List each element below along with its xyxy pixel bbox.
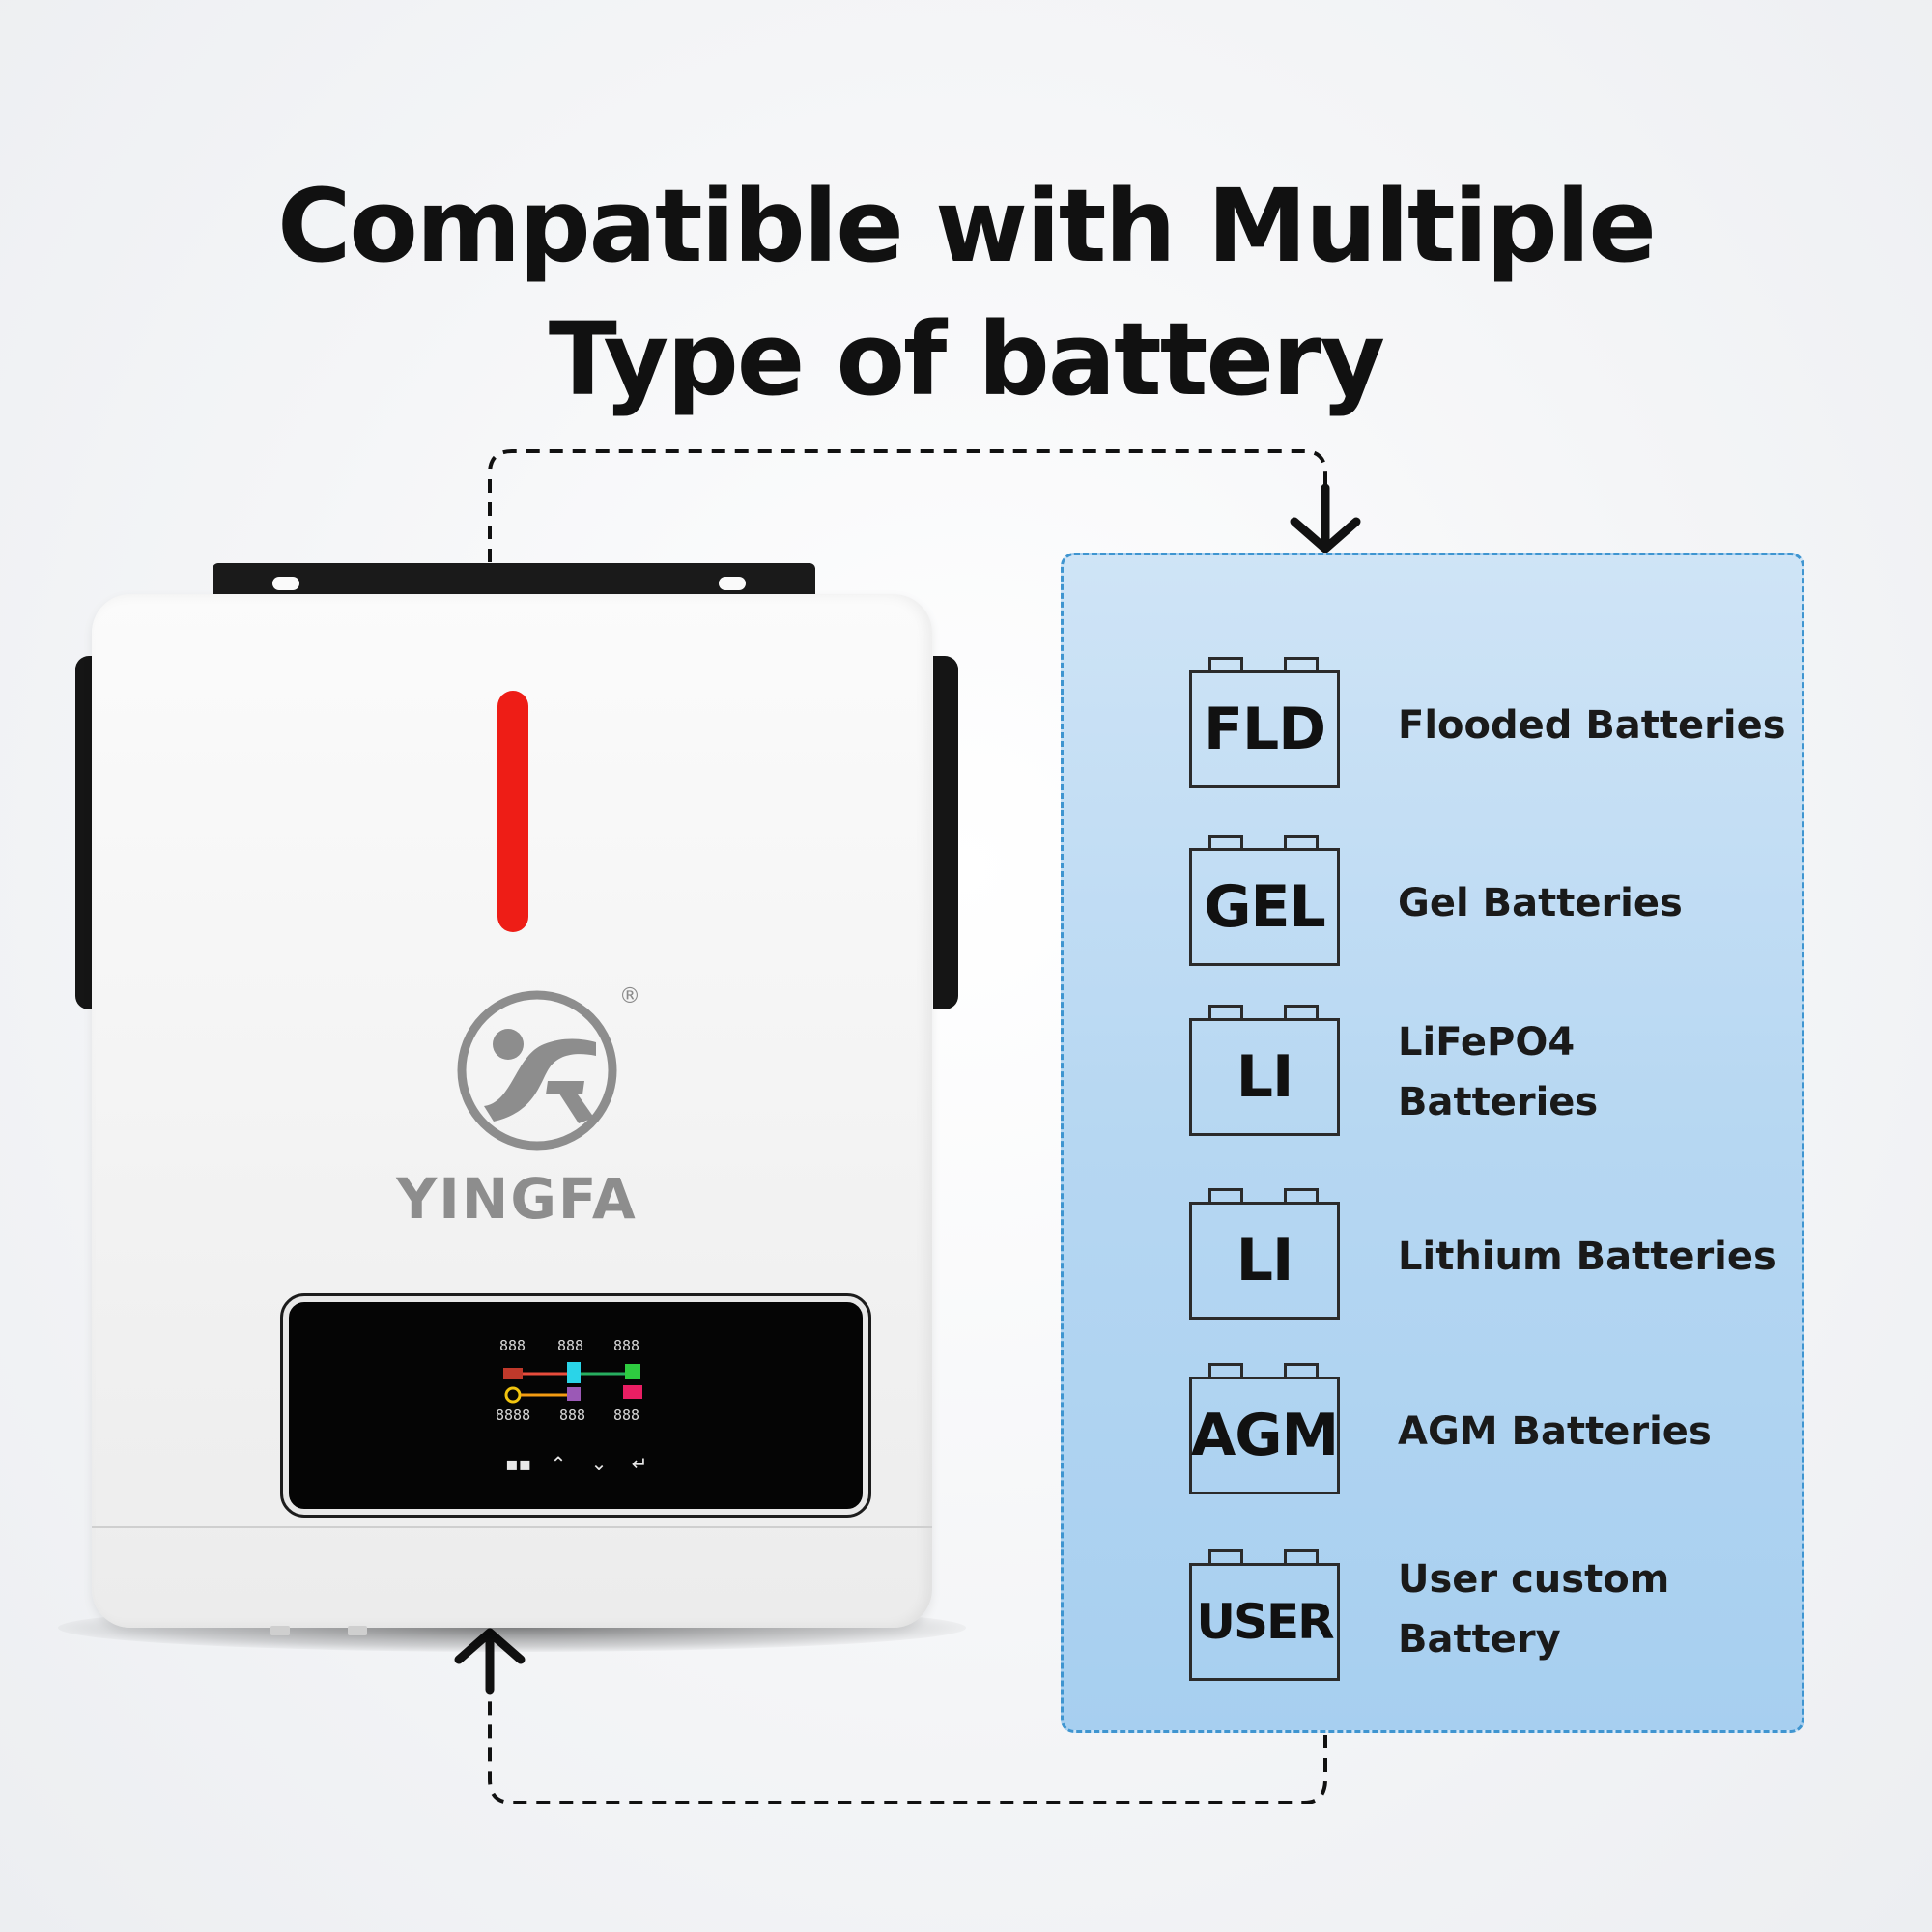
- battery-code: USER: [1189, 1563, 1340, 1681]
- battery-label: Lithium Batteries: [1398, 1227, 1776, 1287]
- inverter-product: ® YINGFA 888 888 888 8888: [58, 555, 966, 1666]
- battery-types-panel: FLD Flooded Batteries GEL Gel Batteries …: [1061, 553, 1804, 1733]
- lcd-readout: 888: [557, 1337, 584, 1354]
- lcd-readout: 888: [559, 1406, 586, 1424]
- down-arrow-icon[interactable]: ⌄: [590, 1452, 608, 1475]
- battery-label-line: LiFePO4: [1398, 1020, 1576, 1065]
- flow-path-top: [488, 449, 1327, 562]
- mount-hole: [719, 577, 746, 590]
- arrow-down-icon: [1290, 483, 1361, 554]
- battery-label: AGM Batteries: [1398, 1402, 1712, 1462]
- control-panel: 888 888 888 8888 888 888: [280, 1293, 871, 1518]
- menu-grid-icon[interactable]: ▪▪: [505, 1452, 532, 1475]
- arrow-up-icon: [454, 1628, 526, 1695]
- bottom-port: [348, 1626, 367, 1635]
- yingfa-logo-icon: [457, 990, 617, 1151]
- brand-name: YINGFA: [396, 1166, 638, 1232]
- battery-label: Flooded Batteries: [1398, 696, 1786, 755]
- lcd-readout: 888: [613, 1406, 640, 1424]
- battery-label-line: Flooded Batteries: [1398, 703, 1786, 748]
- battery-label-line: AGM Batteries: [1398, 1409, 1712, 1454]
- battery-label: User custom Battery: [1398, 1549, 1669, 1669]
- control-keys: ▪▪ ⌃ ⌄ ↵: [505, 1451, 660, 1476]
- heading-line-2: Type of battery: [548, 299, 1385, 418]
- battery-code: LI: [1189, 1202, 1340, 1320]
- lcd-readout: 888: [613, 1337, 640, 1354]
- battery-label: Gel Batteries: [1398, 873, 1683, 933]
- page-heading: Compatible with Multiple Type of battery: [0, 159, 1932, 426]
- up-arrow-icon[interactable]: ⌃: [550, 1452, 567, 1475]
- battery-label-line: Gel Batteries: [1398, 881, 1683, 925]
- inverter-body: ® YINGFA 888 888 888 8888: [92, 594, 932, 1628]
- lcd-readout: 888: [499, 1337, 526, 1354]
- lcd-flow-graphic: [503, 1362, 642, 1404]
- registered-mark: ®: [619, 984, 640, 1009]
- lcd-display: 888 888 888 8888 888 888: [496, 1337, 664, 1434]
- indicator-led: [497, 691, 528, 932]
- bottom-port: [270, 1626, 290, 1635]
- mount-hole: [272, 577, 299, 590]
- battery-code: FLD: [1189, 670, 1340, 788]
- panel-seam: [92, 1526, 932, 1528]
- side-handle-right: [933, 656, 958, 1009]
- heading-line-1: Compatible with Multiple: [277, 166, 1657, 285]
- battery-label-line: Lithium Batteries: [1398, 1235, 1776, 1279]
- battery-code: GEL: [1189, 848, 1340, 966]
- lcd-readout: 8888: [496, 1406, 531, 1424]
- battery-code: AGM: [1189, 1377, 1340, 1494]
- battery-label-line: User custom: [1398, 1557, 1670, 1602]
- battery-label: LiFePO4 Batteries: [1398, 1012, 1598, 1132]
- battery-label-line: Battery: [1398, 1617, 1561, 1662]
- battery-label-line: Batteries: [1398, 1080, 1599, 1124]
- enter-icon[interactable]: ↵: [631, 1452, 648, 1475]
- battery-code: LI: [1189, 1018, 1340, 1136]
- flow-path-bottom: [488, 1662, 1327, 1804]
